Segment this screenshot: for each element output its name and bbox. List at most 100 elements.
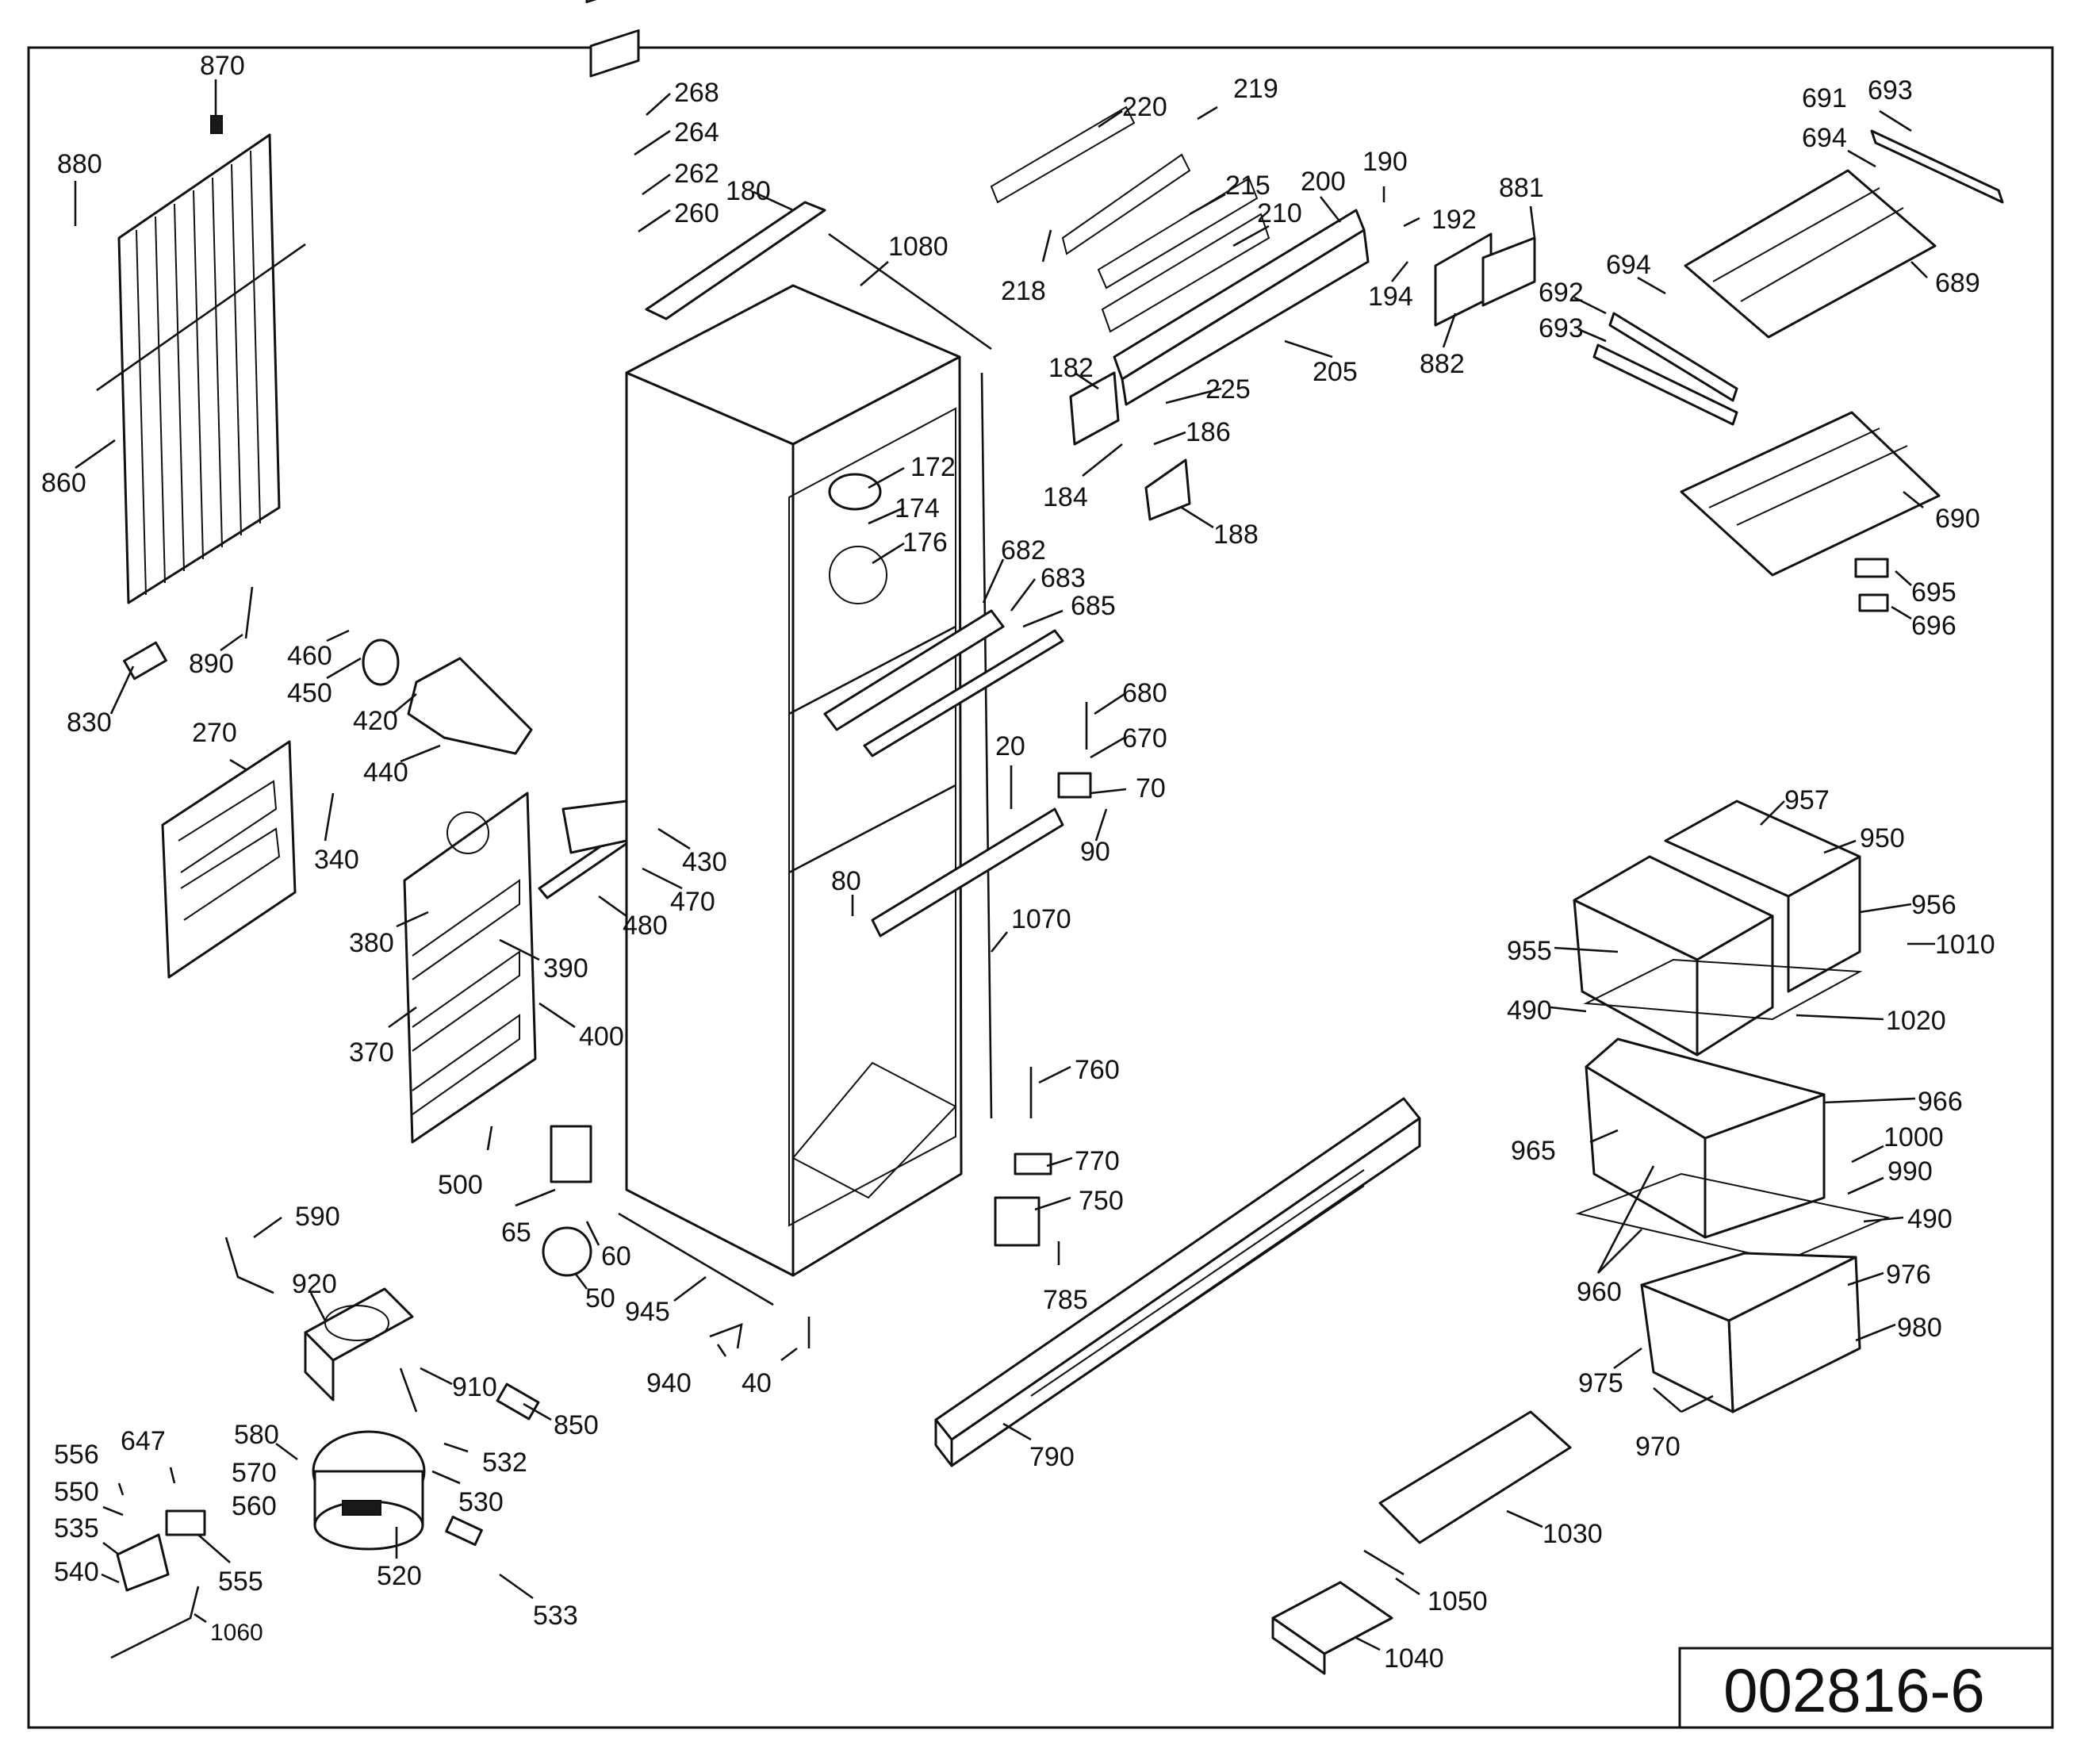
- callout-490-lower: 490: [1907, 1204, 1953, 1234]
- callout-532: 532: [482, 1448, 527, 1478]
- callout-957: 957: [1784, 785, 1830, 815]
- callout-860: 860: [41, 468, 86, 498]
- callout-530: 530: [458, 1487, 504, 1517]
- callout-580: 580: [234, 1420, 279, 1450]
- callout-881: 881: [1499, 173, 1544, 203]
- drawer-956-part: [1664, 800, 1861, 993]
- callout-556: 556: [54, 1440, 99, 1470]
- callout-920: 920: [292, 1269, 337, 1299]
- callout-210: 210: [1257, 198, 1302, 228]
- callout-490-upper: 490: [1507, 995, 1552, 1026]
- callout-188: 188: [1213, 520, 1259, 550]
- callout-268: 268: [674, 78, 719, 108]
- control-panel-part: [990, 105, 1370, 406]
- rear-panel-part: [403, 792, 537, 1144]
- fan-duct-part: [407, 657, 533, 755]
- callout-192: 192: [1431, 205, 1477, 235]
- callout-693-top: 693: [1868, 75, 1913, 105]
- callout-1050: 1050: [1428, 1586, 1488, 1616]
- callout-696: 696: [1911, 611, 1956, 641]
- diagram-code: 002816-6: [1723, 1655, 1985, 1725]
- callout-590: 590: [295, 1202, 340, 1232]
- callout-174: 174: [895, 493, 940, 523]
- condenser-part: [96, 115, 306, 604]
- callout-685: 685: [1071, 591, 1116, 621]
- callout-533: 533: [533, 1601, 578, 1631]
- callout-264: 264: [674, 117, 719, 148]
- callout-370: 370: [349, 1037, 394, 1068]
- callout-219: 219: [1233, 74, 1278, 104]
- callout-90: 90: [1080, 837, 1110, 867]
- callout-70: 70: [1136, 773, 1166, 803]
- callout-975: 975: [1578, 1368, 1623, 1398]
- callout-882: 882: [1420, 349, 1465, 379]
- callout-940: 940: [646, 1368, 692, 1398]
- callout-1080: 1080: [888, 232, 949, 262]
- callout-976: 976: [1886, 1260, 1931, 1290]
- callout-1020: 1020: [1886, 1006, 1946, 1036]
- callout-50: 50: [585, 1283, 615, 1313]
- callout-1000: 1000: [1884, 1122, 1944, 1152]
- callout-390: 390: [543, 953, 588, 984]
- callout-692: 692: [1539, 278, 1584, 308]
- callout-430: 430: [682, 847, 727, 877]
- top-cover-part: [645, 201, 826, 320]
- callout-990: 990: [1887, 1156, 1933, 1187]
- callout-670: 670: [1122, 723, 1167, 754]
- callout-956: 956: [1911, 890, 1956, 920]
- callout-40: 40: [742, 1368, 772, 1398]
- drawer-955-part: [1573, 855, 1774, 1056]
- callout-540: 540: [54, 1557, 99, 1587]
- callout-870: 870: [200, 51, 245, 81]
- callout-500: 500: [438, 1170, 483, 1200]
- callout-480: 480: [623, 911, 668, 941]
- callout-420: 420: [353, 706, 398, 736]
- callout-182: 182: [1048, 353, 1094, 383]
- shelf-689-part: [1684, 169, 1937, 339]
- callout-260: 260: [674, 198, 719, 228]
- callout-750: 750: [1079, 1186, 1124, 1216]
- callout-380: 380: [349, 928, 394, 958]
- callout-450: 450: [287, 678, 332, 708]
- callout-60: 60: [601, 1241, 631, 1271]
- diagram-frame: [27, 46, 2054, 1729]
- callout-550: 550: [54, 1477, 99, 1507]
- callout-440: 440: [363, 757, 408, 788]
- callout-695: 695: [1911, 577, 1956, 608]
- callout-691: 691: [1802, 83, 1847, 113]
- callout-682: 682: [1001, 535, 1046, 566]
- callout-830: 830: [67, 708, 112, 738]
- callout-850: 850: [554, 1410, 599, 1440]
- callout-694-mid: 694: [1606, 250, 1651, 280]
- callout-460: 460: [287, 641, 332, 671]
- callout-790: 790: [1029, 1442, 1075, 1472]
- callout-683: 683: [1040, 563, 1086, 593]
- callout-950: 950: [1860, 823, 1905, 853]
- callout-770: 770: [1075, 1146, 1120, 1176]
- drawer-975-part: [1640, 1252, 1861, 1413]
- callout-760: 760: [1075, 1055, 1120, 1085]
- callout-262: 262: [674, 159, 719, 189]
- drawer-965-part: [1585, 1037, 1826, 1239]
- callout-200: 200: [1301, 167, 1346, 197]
- callout-270: 270: [192, 718, 237, 748]
- tray-part: [1378, 1410, 1572, 1544]
- callout-693-mid: 693: [1539, 313, 1584, 343]
- callout-194: 194: [1368, 282, 1413, 312]
- callout-172: 172: [910, 452, 956, 482]
- callout-180: 180: [726, 176, 771, 206]
- callout-890: 890: [189, 649, 234, 679]
- callout-1030: 1030: [1543, 1519, 1603, 1549]
- callout-955: 955: [1507, 936, 1552, 966]
- callout-215: 215: [1225, 171, 1270, 201]
- callout-520: 520: [377, 1561, 422, 1591]
- callout-910: 910: [452, 1372, 497, 1402]
- callout-945: 945: [625, 1297, 670, 1327]
- evaporator-cover-part: [161, 740, 297, 979]
- callout-470: 470: [670, 887, 715, 917]
- callout-340: 340: [314, 845, 359, 875]
- callout-225: 225: [1205, 374, 1251, 405]
- callout-186: 186: [1186, 417, 1231, 447]
- callout-1060: 1060: [210, 1620, 263, 1646]
